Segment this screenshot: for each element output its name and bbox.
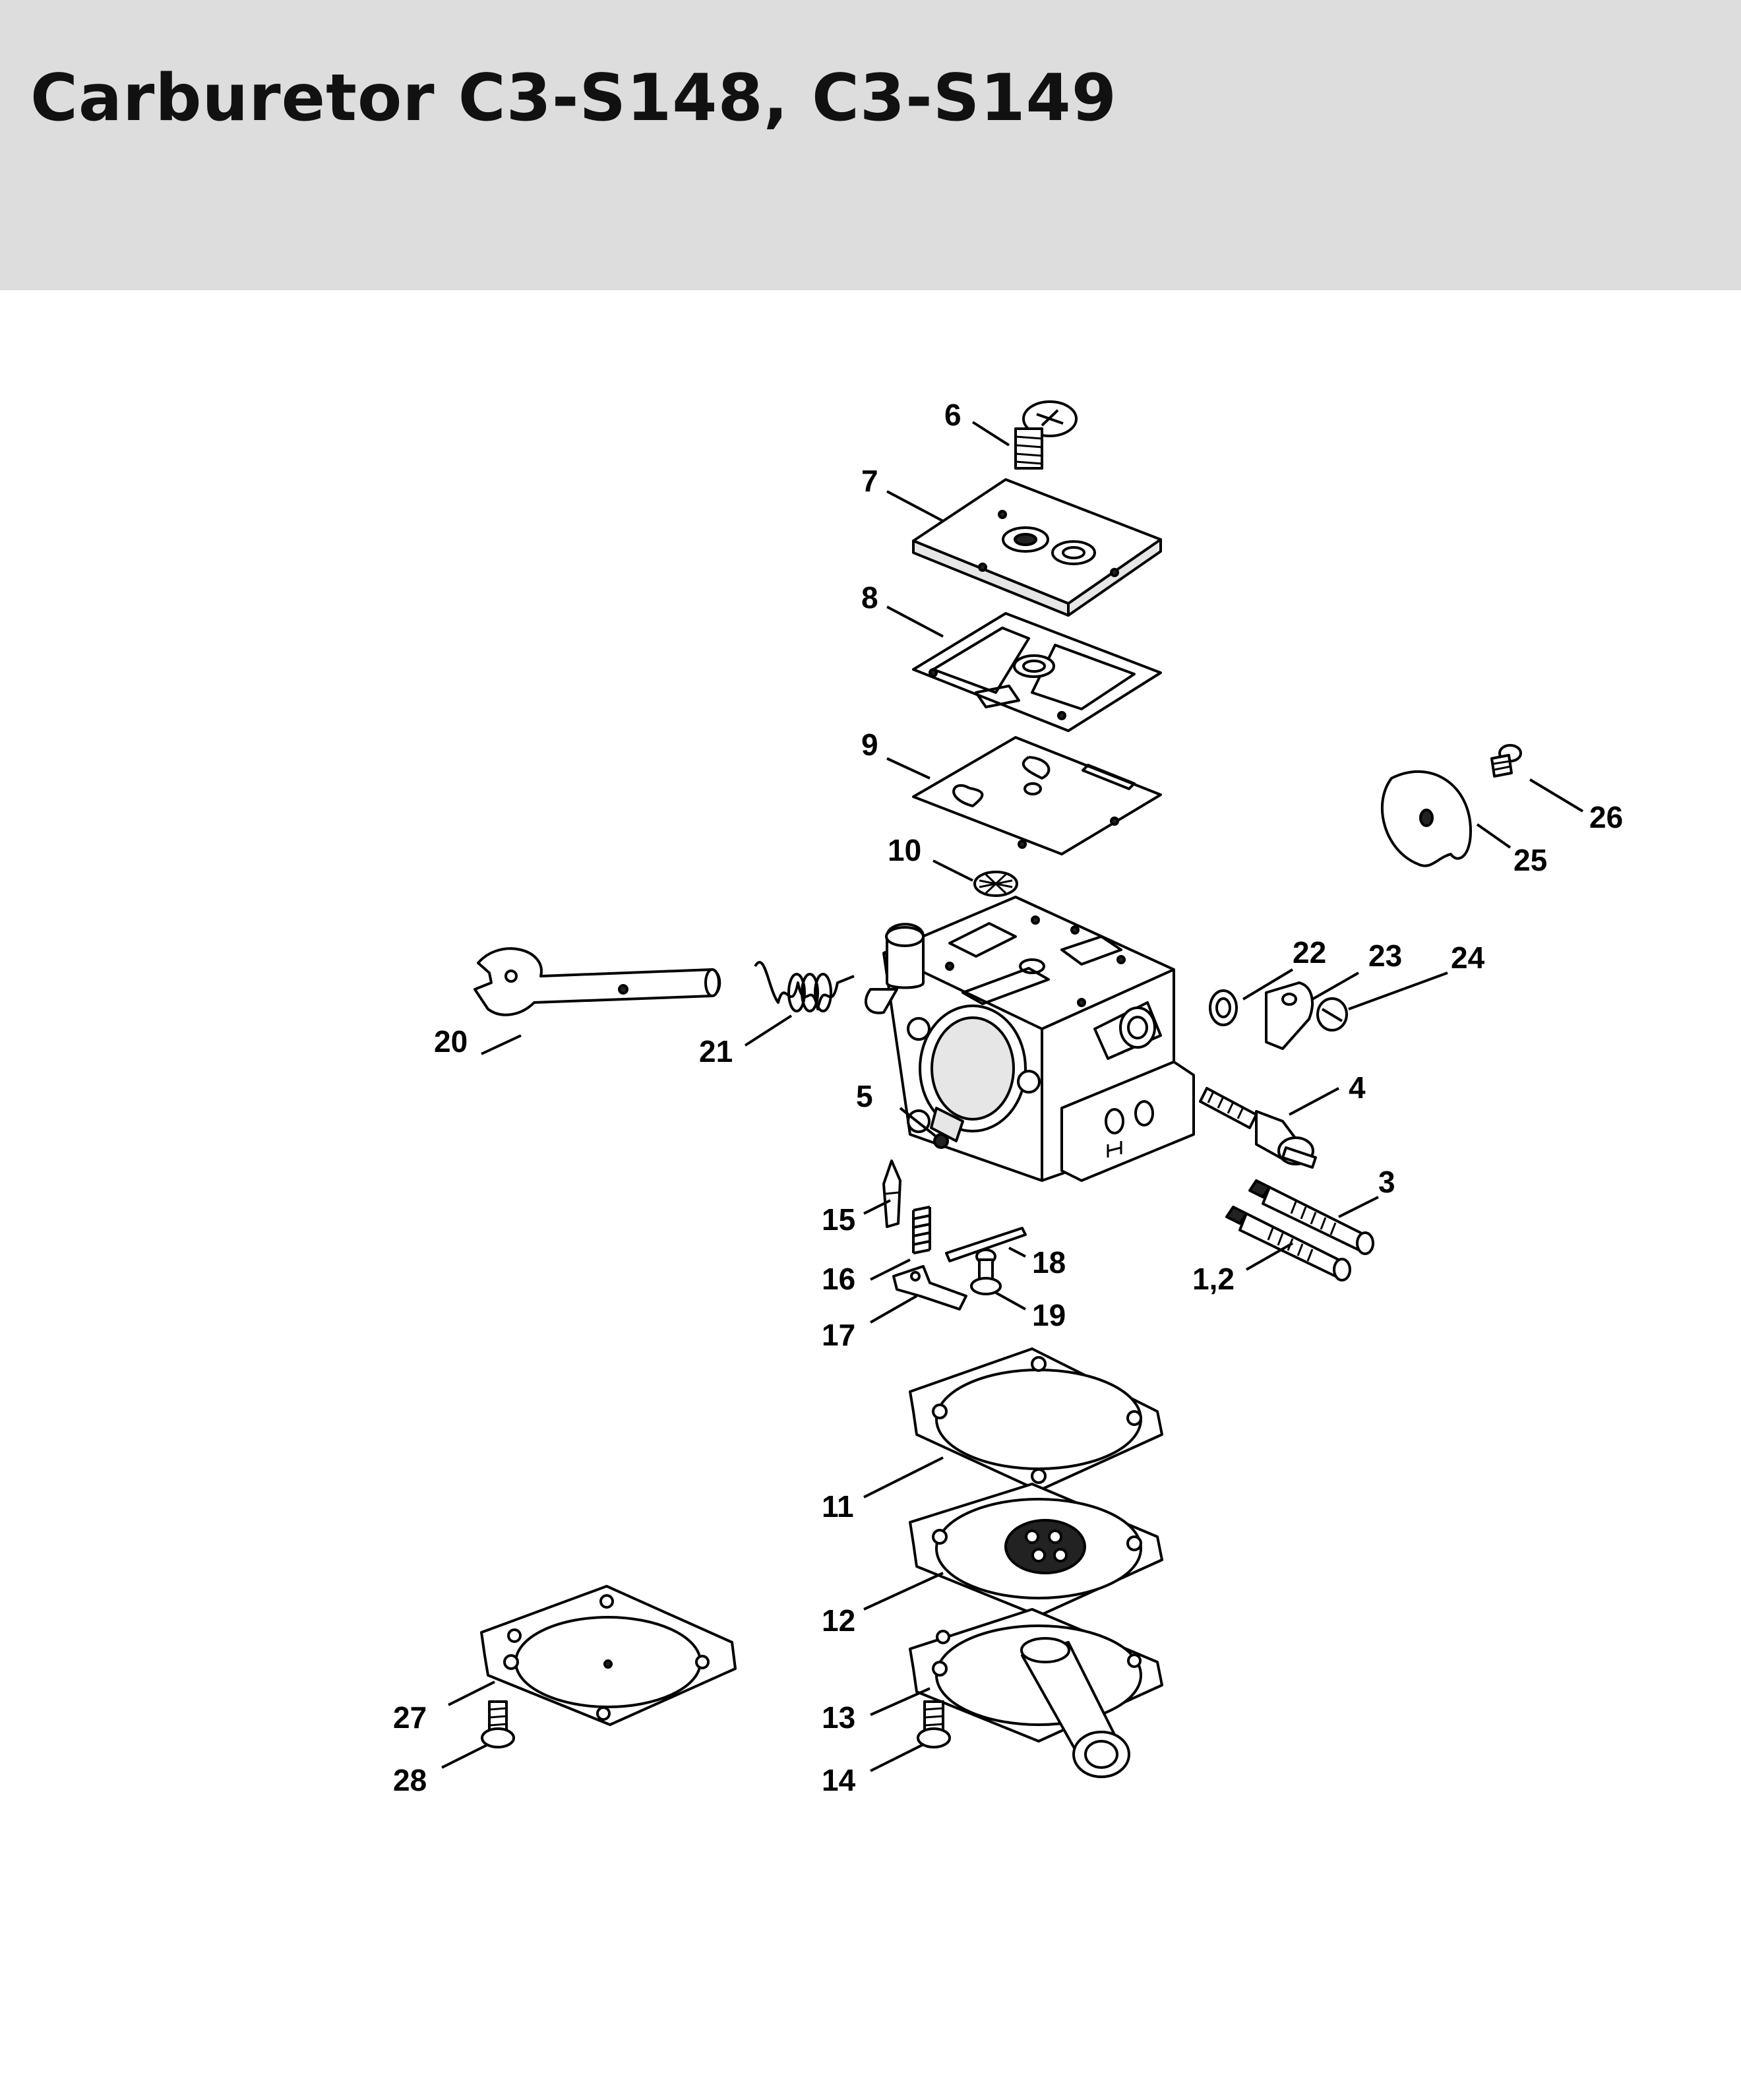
header-bar: Carburetor C3-S148, C3-S149 bbox=[0, 0, 1741, 290]
callout-8: 8 bbox=[861, 580, 878, 615]
carburetor-body bbox=[864, 896, 1195, 1182]
callout-12: 12 bbox=[822, 1603, 855, 1638]
part-10-screen bbox=[973, 871, 1018, 897]
part-28-screw bbox=[481, 1700, 515, 1748]
part-8-gasket bbox=[912, 612, 1162, 732]
part-19-screw bbox=[970, 1249, 1002, 1295]
callout-21: 21 bbox=[699, 1034, 733, 1068]
page-title: Carburetor C3-S148, C3-S149 bbox=[30, 61, 1117, 136]
part-9-gasket bbox=[912, 736, 1162, 855]
part-23-lever bbox=[1265, 981, 1314, 1050]
callout-16: 16 bbox=[822, 1262, 855, 1296]
callout-24: 24 bbox=[1451, 941, 1485, 975]
callout-5: 5 bbox=[856, 1079, 873, 1113]
part-6-screw bbox=[1014, 400, 1078, 470]
callout-13: 13 bbox=[822, 1700, 855, 1735]
part-13-cover bbox=[909, 1608, 1163, 1778]
part-22-ring bbox=[1209, 989, 1238, 1026]
part-16-spring bbox=[912, 1206, 931, 1254]
callout-11: 11 bbox=[822, 1489, 854, 1524]
callout-28: 28 bbox=[393, 1763, 427, 1797]
part-11-gasket bbox=[909, 1347, 1163, 1492]
part-3-needle bbox=[1248, 1179, 1374, 1255]
callout-3: 3 bbox=[1378, 1165, 1395, 1199]
callout-7: 7 bbox=[861, 464, 878, 498]
part-15-inlet-needle bbox=[882, 1159, 901, 1228]
part-5-ball bbox=[933, 1133, 949, 1149]
callout-20: 20 bbox=[434, 1024, 468, 1059]
callout-4: 4 bbox=[1349, 1070, 1366, 1105]
part-21-spring bbox=[754, 961, 855, 1012]
callout-10: 10 bbox=[888, 833, 921, 867]
callout-19: 19 bbox=[1032, 1298, 1066, 1332]
callout-17: 17 bbox=[822, 1318, 855, 1352]
part-14-screw bbox=[917, 1700, 951, 1748]
callout-6: 6 bbox=[944, 398, 962, 432]
part-26-screw bbox=[1490, 744, 1522, 778]
callout-9: 9 bbox=[861, 727, 878, 762]
callout-15: 15 bbox=[822, 1202, 855, 1237]
leader-lines bbox=[441, 421, 1584, 1772]
callout-22: 22 bbox=[1293, 935, 1326, 970]
callout-1-2: 1,2 bbox=[1192, 1262, 1235, 1296]
part-7-cover-plate bbox=[912, 478, 1162, 617]
part-12-diaphragm bbox=[909, 1483, 1163, 1617]
part-18-pin bbox=[945, 1227, 1027, 1262]
part-27-cover bbox=[480, 1585, 737, 1726]
callout-26: 26 bbox=[1589, 800, 1623, 834]
part-4-adjusting-screw bbox=[1199, 1087, 1317, 1169]
part-17-lever bbox=[892, 1265, 967, 1311]
callout-27: 27 bbox=[393, 1700, 427, 1735]
callout-18: 18 bbox=[1032, 1245, 1066, 1280]
callout-23: 23 bbox=[1368, 939, 1402, 973]
part-25-throttle-plate bbox=[1381, 770, 1472, 867]
callout-14: 14 bbox=[822, 1763, 856, 1797]
callout-labels: 6 7 8 9 10 26 25 22 23 24 20 21 4 5 3 15… bbox=[393, 398, 1623, 1797]
callout-25: 25 bbox=[1513, 843, 1547, 877]
part-24-screw bbox=[1316, 997, 1348, 1032]
part-20-throttle-shaft bbox=[473, 947, 721, 1016]
